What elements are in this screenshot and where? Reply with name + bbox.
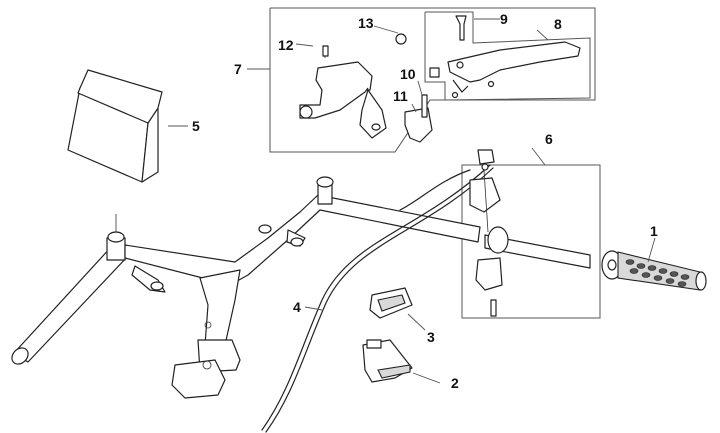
callout-9: 9 [500,11,508,27]
switch-part-2 [362,339,413,383]
cable-part [261,164,494,433]
group-box-7 [269,7,596,153]
callout-6: 6 [545,131,553,147]
group-box-8 [424,11,591,101]
handlebar-part [11,176,481,399]
callout-10: 10 [400,66,416,82]
callout-2: 2 [451,375,459,391]
group-box-6 [461,164,601,319]
callout-11: 11 [393,88,408,104]
switch-part-3 [369,287,413,319]
callout-1: 1 [650,223,658,239]
callout-7: 7 [234,61,242,77]
callout-4: 4 [293,299,301,315]
throttle-group-part [469,149,591,317]
callout-13: 13 [358,15,374,31]
grip-texture [625,259,690,287]
callout-5: 5 [192,118,200,134]
bag-part [67,69,163,183]
callout-8: 8 [554,16,562,32]
clamp-part [404,94,433,143]
grip-part [601,250,707,291]
callout-12: 12 [278,37,294,53]
callout-3: 3 [427,329,435,345]
master-cylinder-part [299,33,407,139]
brake-lever-part [429,15,581,99]
leader-lines [168,18,656,384]
